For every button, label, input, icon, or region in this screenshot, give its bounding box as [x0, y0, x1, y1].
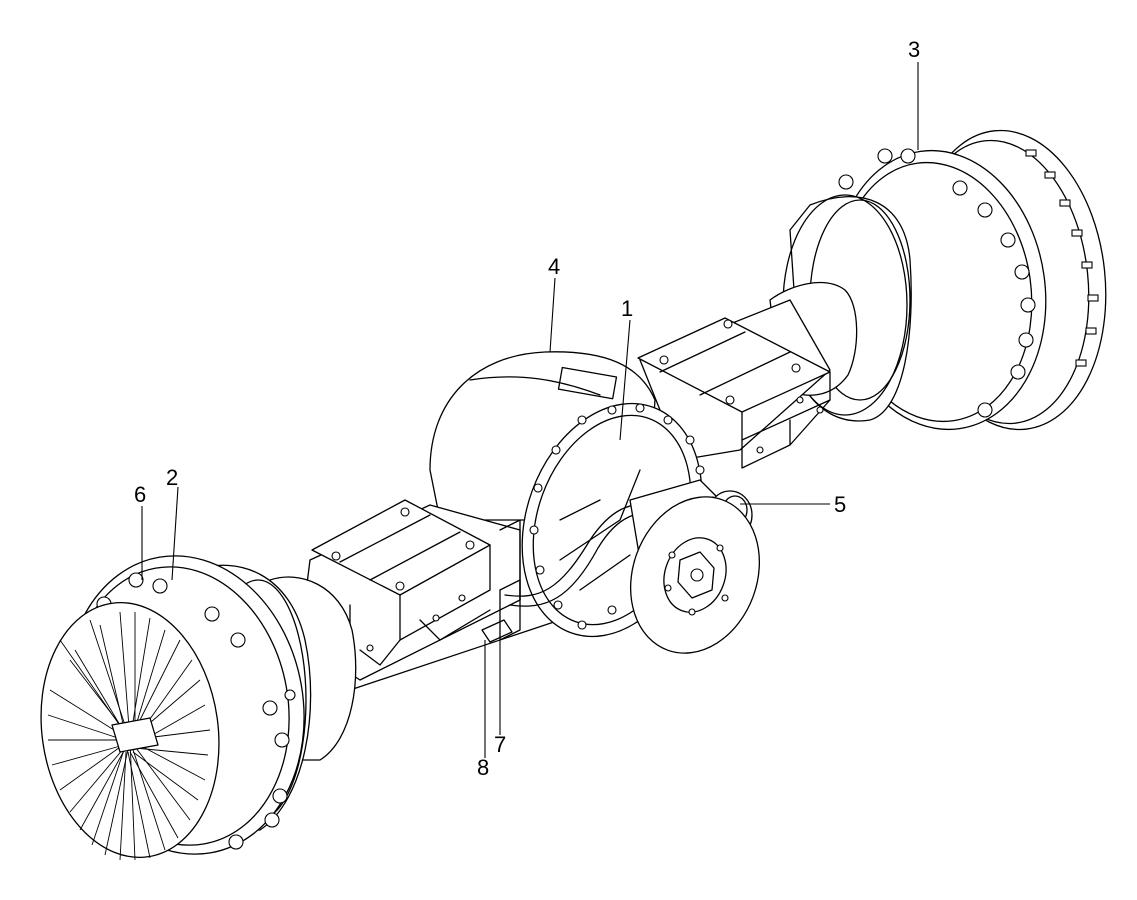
- breather-plate: [481, 579, 521, 643]
- left-flange-bolts: [96, 572, 296, 850]
- callout-4: 4: [548, 254, 560, 279]
- callout-3: 3: [908, 37, 920, 62]
- callout-labels: 1 2 3 4 5 6 7 8: [134, 37, 920, 780]
- right-wheel-hub: [769, 129, 1107, 431]
- cover-ring-bolts: [529, 403, 705, 630]
- callout-1: 1: [621, 296, 633, 321]
- callout-8: 8: [477, 755, 489, 780]
- leader-lines: [141, 62, 919, 758]
- callout-7: 7: [494, 732, 506, 757]
- callout-2: 2: [166, 465, 178, 490]
- callout-5: 5: [834, 492, 846, 517]
- right-rim-studs: [1025, 149, 1099, 367]
- parking-brake-disc: [629, 496, 761, 654]
- callout-6: 6: [134, 482, 146, 507]
- brake-cooling-fins: [47, 611, 211, 861]
- left-wheel-hub: [40, 555, 357, 861]
- right-flange-bolts: [838, 148, 1036, 418]
- axle-housing: [299, 299, 831, 691]
